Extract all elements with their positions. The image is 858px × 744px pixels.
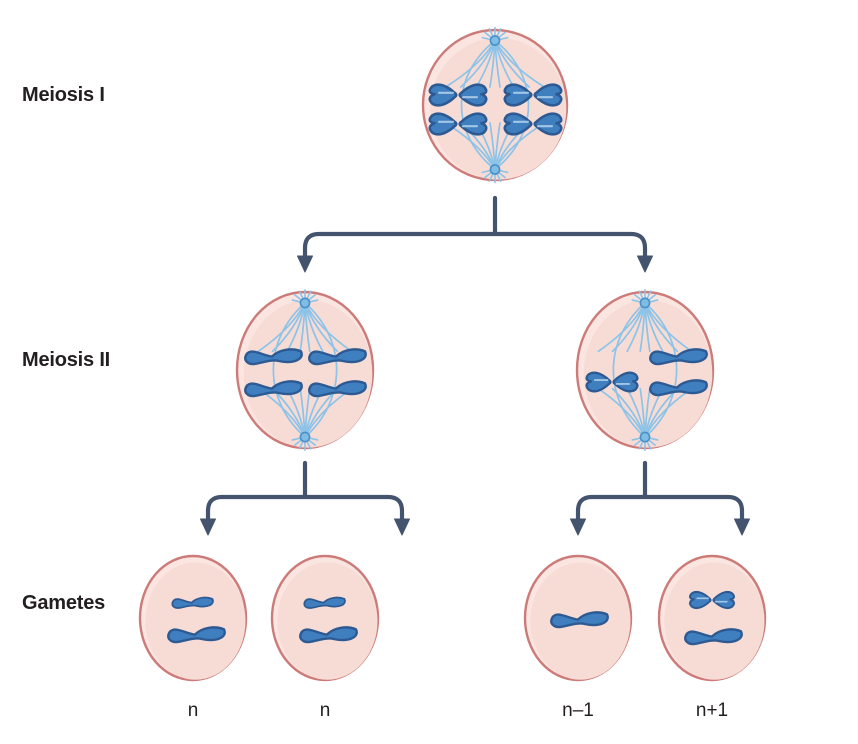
meiosis-i-cell: [421, 26, 569, 184]
spindle-envelope: [612, 302, 646, 438]
chromatid: [299, 626, 358, 644]
chromosome-x: [503, 112, 563, 136]
gamete-cell-2: [270, 554, 380, 682]
connector-arrowhead: [297, 255, 313, 273]
chromatid-arm: [533, 83, 563, 107]
chromatid-arm: [458, 112, 488, 136]
chromatid: [171, 596, 214, 609]
chromosome-rod: [244, 380, 303, 398]
chromosome-rod: [171, 596, 214, 609]
centrosome: [639, 297, 651, 309]
chromatid-arm: [428, 112, 458, 136]
chromatid: [684, 628, 743, 646]
chromatid: [308, 380, 367, 398]
centrosome: [299, 297, 311, 309]
spindle-envelope: [460, 39, 496, 171]
gamete-label-4: n+1: [695, 700, 729, 721]
chromosome-rod: [649, 379, 708, 397]
connector-bar: [205, 494, 405, 519]
chromosome-x: [503, 83, 563, 107]
chromosome-rod: [299, 626, 358, 644]
chromatid-arm: [533, 112, 563, 136]
connector-meiosis-ii-left-to-gametes: [200, 460, 410, 536]
chromosome-rod: [167, 626, 226, 644]
gamete-label-3: n–1: [562, 700, 594, 721]
gamete-cell-1: [138, 554, 248, 682]
gamete-cell-4: [657, 554, 767, 682]
chromatid: [303, 596, 346, 609]
connector-arrowhead: [394, 518, 410, 536]
meiosis-ii-cell-right: [575, 289, 715, 451]
connector-meiosis-i-to-ii: [297, 195, 653, 273]
connector-bar: [575, 494, 745, 519]
chromatid-arm: [503, 83, 533, 107]
centrosome: [639, 431, 651, 443]
chromosome-rod: [244, 348, 303, 366]
chromatid: [649, 348, 708, 366]
chromatid-arm: [458, 83, 488, 107]
chromatid-arm: [503, 112, 533, 136]
centrosome: [489, 164, 501, 175]
chromosome-x: [428, 83, 488, 107]
chromatid-arm: [428, 83, 458, 107]
connector-bar: [302, 231, 648, 256]
meiosis-ii-cell-left: [235, 289, 375, 451]
cytoplasm: [664, 562, 765, 680]
connector-arrowhead: [570, 518, 586, 536]
chromosome-rod: [684, 628, 743, 646]
spindle-envelope: [494, 39, 530, 171]
chromosome-rod: [550, 611, 609, 629]
chromatid-arm: [585, 371, 612, 393]
chromatid: [550, 611, 609, 629]
chromatid-arm: [612, 371, 639, 393]
row-label-meiosis-ii: Meiosis II: [22, 349, 111, 371]
connector-arrowhead: [734, 518, 750, 536]
centrosome: [489, 35, 501, 46]
chromatid: [244, 348, 303, 366]
chromosome-x: [428, 112, 488, 136]
spindle-envelope: [304, 302, 338, 438]
gamete-cell-3: [523, 554, 633, 682]
spindle-envelope: [272, 302, 306, 438]
chromosome-rod: [308, 380, 367, 398]
row-label-gametes: Gametes: [22, 592, 106, 614]
cytoplasm: [277, 562, 378, 680]
chromatid: [649, 379, 708, 397]
cytoplasm: [145, 562, 246, 680]
connector-meiosis-ii-right-to-gametes: [570, 460, 750, 536]
chromosome-x: [688, 590, 736, 610]
gamete-label-1: n: [187, 700, 199, 721]
gamete-label-2: n: [319, 700, 331, 721]
chromatid-arm: [712, 590, 736, 610]
centrosome: [299, 431, 311, 443]
spindle-envelope: [644, 302, 678, 438]
chromosome-x: [585, 371, 639, 393]
chromatid: [308, 348, 367, 366]
chromatid: [167, 626, 226, 644]
connector-arrowhead: [200, 518, 216, 536]
chromosome-rod: [308, 348, 367, 366]
chromosome-rod: [303, 596, 346, 609]
chromatid-arm: [688, 590, 712, 610]
connector-arrowhead: [637, 255, 653, 273]
chromosome-rod: [649, 348, 708, 366]
row-label-meiosis-i: Meiosis I: [22, 84, 105, 106]
chromatid: [244, 380, 303, 398]
